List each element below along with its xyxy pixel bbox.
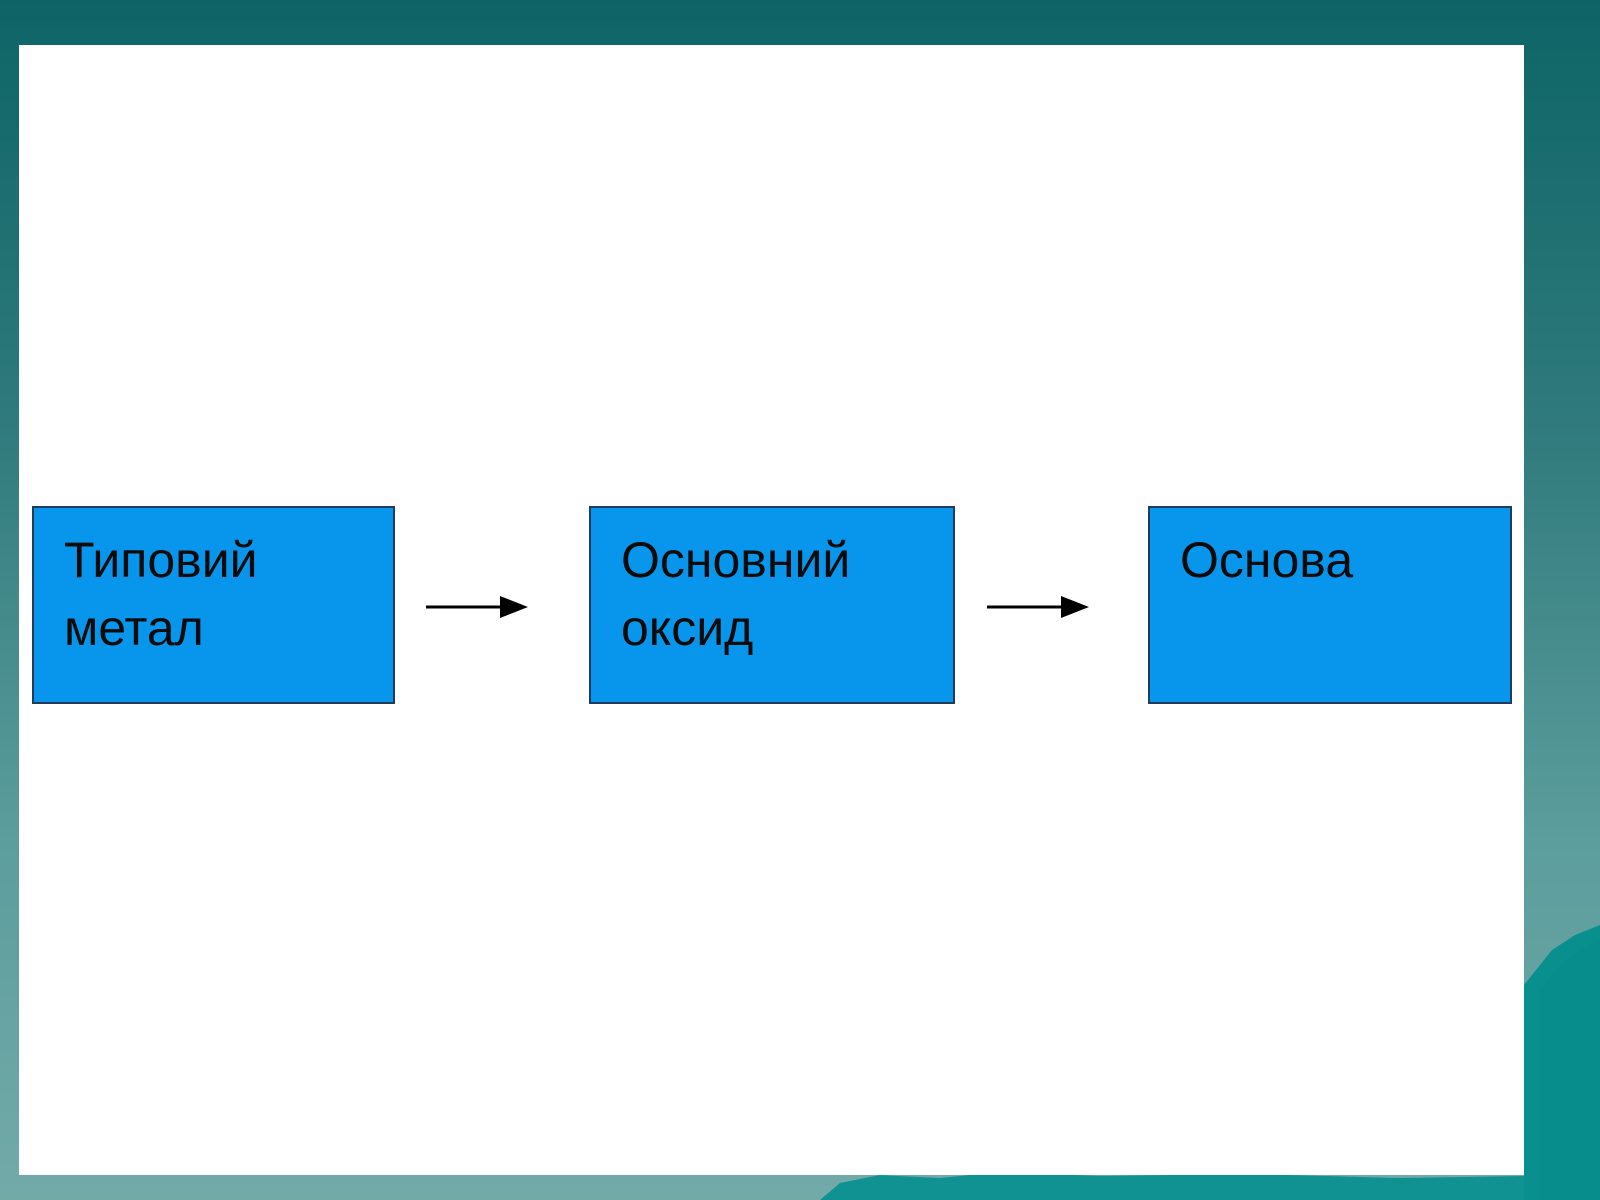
arrow-right-icon — [987, 596, 1089, 618]
node-label-line: Основний — [621, 532, 851, 588]
node-basic-oxide: Основний оксид — [589, 506, 955, 704]
node-base: Основа — [1148, 506, 1512, 704]
arrow-right-icon — [426, 596, 528, 618]
node-label-line: Основа — [1180, 532, 1354, 588]
node-label-line: оксид — [621, 600, 754, 656]
node-label-line: метал — [64, 600, 204, 656]
node-typical-metal: Типовий метал — [32, 506, 395, 704]
node-label-line: Типовий — [64, 532, 258, 588]
